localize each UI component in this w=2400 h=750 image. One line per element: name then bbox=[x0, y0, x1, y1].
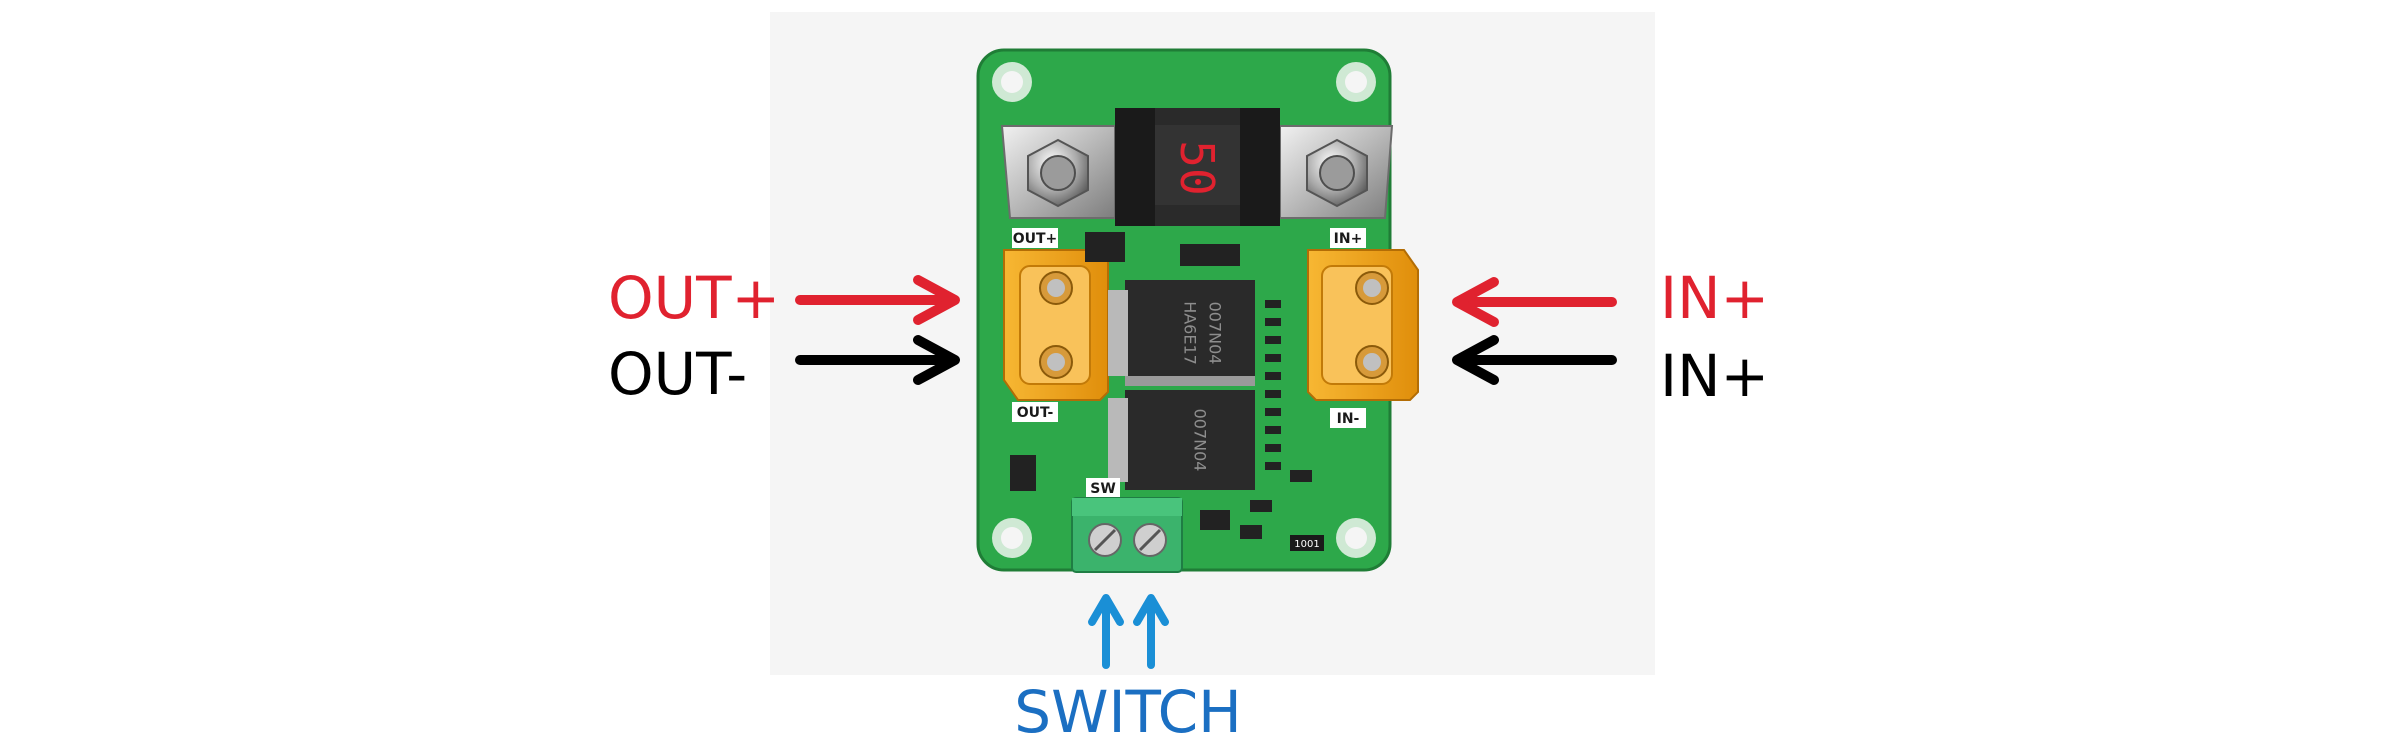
mosfet-top-marking: HA6E17 bbox=[1181, 301, 1200, 365]
silkscreen-out-minus: OUT- bbox=[1017, 405, 1054, 421]
silkscreen-out-minus-bg bbox=[1012, 402, 1058, 422]
smd-component bbox=[1180, 244, 1240, 266]
label-switch: SWITCH bbox=[1014, 678, 1241, 746]
silkscreen-in-plus-bg bbox=[1330, 228, 1366, 248]
silkscreen-in-minus-bg bbox=[1330, 408, 1366, 428]
silkscreen-out-plus-bg bbox=[1012, 228, 1058, 248]
arrow-out-plus bbox=[795, 275, 960, 325]
mosfet-top: HA6E17 007N04 bbox=[1108, 280, 1255, 386]
switch-terminal-block bbox=[1071, 497, 1183, 573]
fuse: 50 bbox=[1115, 108, 1280, 226]
resistor-code: 1001 bbox=[1294, 539, 1319, 550]
pcb-board: 50 OUT+ OUT- IN+ IN- bbox=[976, 48, 1419, 573]
mosfet-bottom-marking: 007N04 bbox=[1191, 409, 1210, 472]
label-out-minus: OUT- bbox=[608, 340, 747, 408]
mounting-hole bbox=[992, 62, 1032, 102]
arrow-in-plus-bottom bbox=[1452, 335, 1617, 385]
label-in-plus-bottom: IN+ bbox=[1660, 342, 1769, 410]
fuse-rating-label: 50 bbox=[1170, 140, 1224, 195]
xt60-connector-in bbox=[1307, 249, 1419, 401]
smd-component bbox=[1085, 232, 1125, 262]
arrow-in-plus-top bbox=[1452, 277, 1617, 327]
mounting-hole bbox=[1336, 518, 1376, 558]
silkscreen-out-plus: OUT+ bbox=[1013, 231, 1058, 247]
silkscreen-in-minus: IN- bbox=[1337, 411, 1360, 427]
label-in-plus-top: IN+ bbox=[1660, 264, 1769, 332]
mounting-hole bbox=[1336, 62, 1376, 102]
xt60-connector-out bbox=[1003, 249, 1109, 401]
mounting-hole bbox=[992, 518, 1032, 558]
silkscreen-in-plus: IN+ bbox=[1334, 231, 1363, 247]
mosfet-top-side-marking: 007N04 bbox=[1206, 302, 1225, 365]
smd-resistor bbox=[1290, 535, 1324, 551]
arrow-switch-left bbox=[1088, 594, 1124, 669]
arrow-out-minus bbox=[795, 335, 960, 385]
silkscreen-sw: SW bbox=[1090, 481, 1116, 497]
smd-array bbox=[1010, 300, 1312, 539]
label-out-plus: OUT+ bbox=[608, 264, 780, 332]
bus-bar-right bbox=[1279, 125, 1394, 219]
bus-bar-left bbox=[1000, 125, 1116, 219]
arrow-switch-right bbox=[1133, 594, 1169, 669]
mosfet-bottom: 007N04 bbox=[1108, 390, 1255, 490]
silkscreen-sw-bg bbox=[1086, 478, 1120, 498]
